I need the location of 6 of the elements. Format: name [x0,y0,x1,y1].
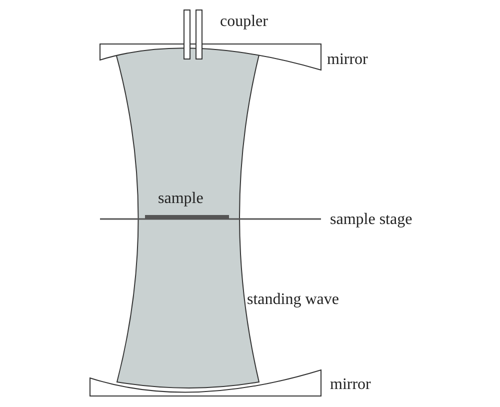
component-label: mirror [330,377,371,393]
component-label: standing wave [247,292,339,308]
component-label: mirror [327,52,368,68]
component-label: sample stage [330,212,412,228]
component-label: coupler [220,14,268,30]
component-label: sample [158,191,204,207]
